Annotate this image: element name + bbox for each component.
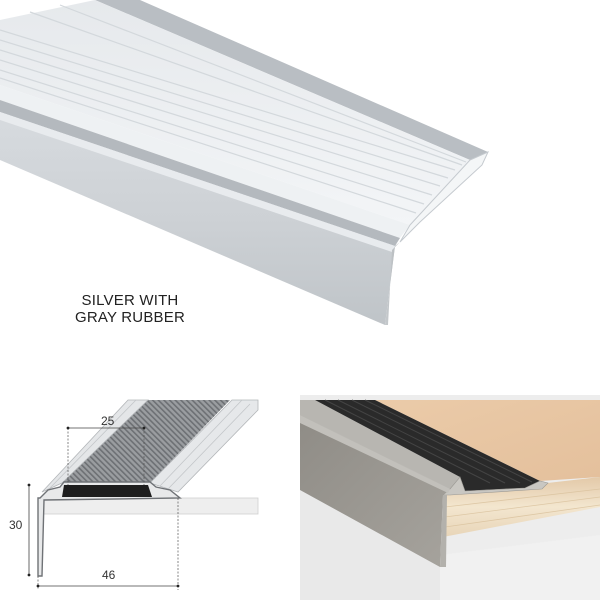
caption-line-2: GRAY RUBBER	[74, 309, 185, 326]
caption-line-1: SILVER WITH	[81, 292, 179, 309]
product-render-silver: SILVER WITH GRAY RUBBER	[0, 0, 490, 326]
dimension-label-height: 30	[9, 518, 23, 532]
product-caption: SILVER WITH GRAY RUBBER	[60, 292, 200, 326]
stair-nosing-profile-illustration	[0, 0, 490, 325]
dimension-label-width: 46	[102, 568, 116, 582]
dimension-label-insert-width: 25	[101, 414, 115, 428]
installed-product-photo	[300, 395, 600, 600]
profile-cross-section-drawing	[27, 399, 259, 590]
dimension-diagram: 25 30 46	[0, 390, 300, 600]
stair-installation-illustration	[300, 395, 600, 600]
